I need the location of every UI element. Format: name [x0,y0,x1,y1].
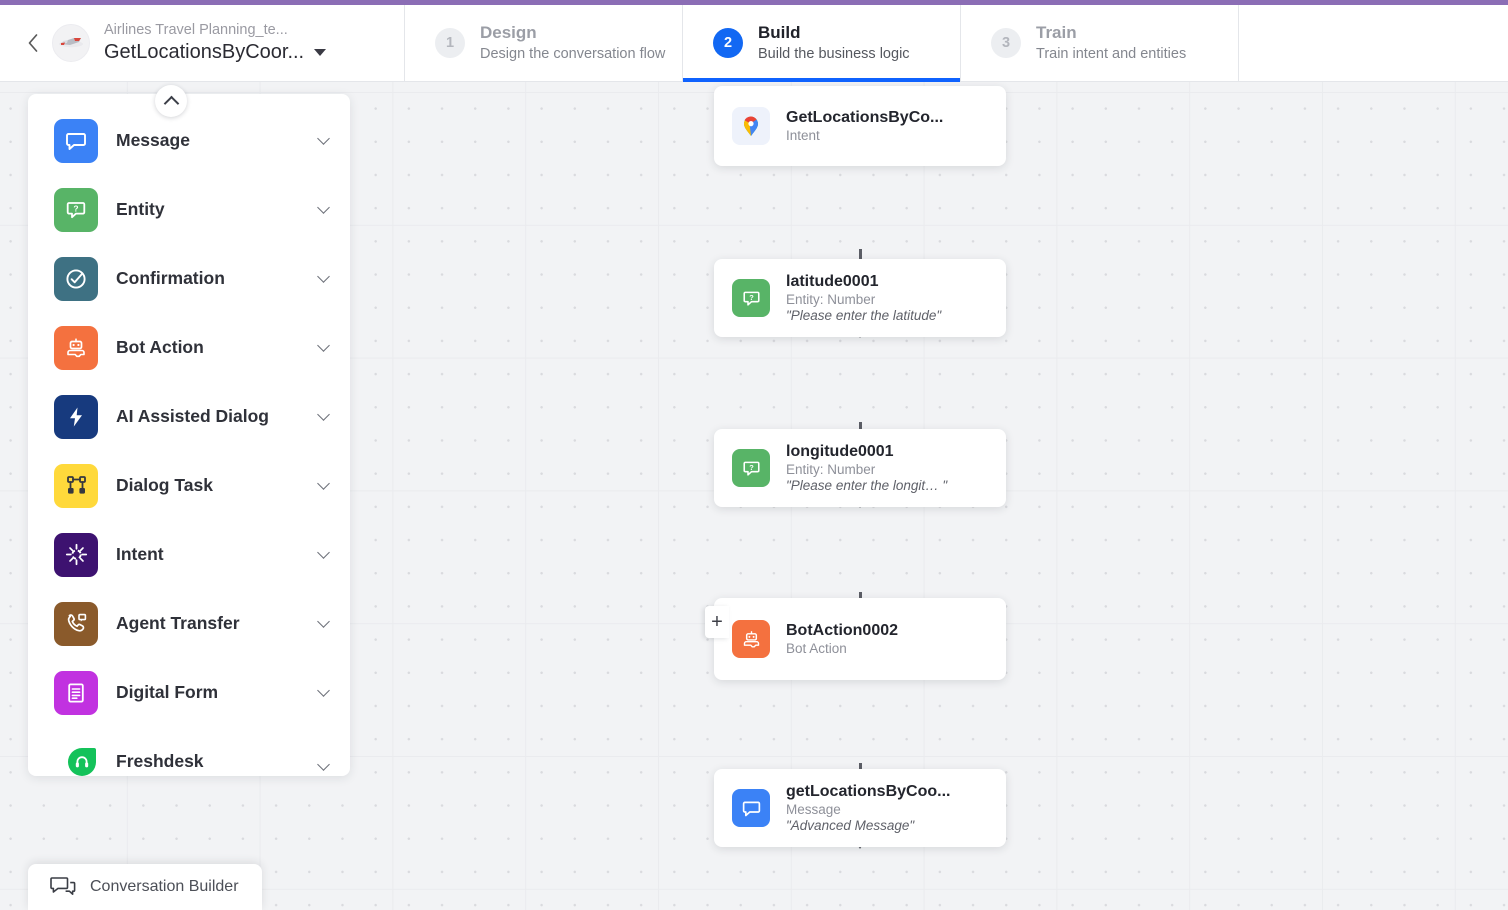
flow-node-intent-type: Intent [786,128,820,143]
palette-item-entity[interactable]: ? Entity [28,175,350,244]
palette-item-ai-assisted-dialog-label: AI Assisted Dialog [116,406,269,426]
step-train[interactable]: 3 Train Train intent and entities [961,5,1239,81]
chevron-down-icon[interactable] [317,614,330,628]
conversation-builder-label: Conversation Builder [90,878,239,895]
svg-text:?: ? [749,292,754,301]
message-icon [732,789,770,827]
dialog-task-icon [54,463,98,508]
chevron-down-icon[interactable] [317,407,330,421]
confirmation-icon [54,256,98,301]
palette-item-ai-assisted-dialog[interactable]: AI Assisted Dialog [28,382,350,451]
entity-icon: ? [732,279,770,317]
palette-item-entity-label: Entity [116,199,165,219]
palette-item-dialog-task[interactable]: Dialog Task [28,451,350,520]
flow-node-longitude-type: Entity: Number [786,462,876,477]
collapse-palette-button[interactable] [155,85,187,117]
flow-node-message-prompt: "Advanced Message" [786,818,915,833]
back-icon[interactable] [20,26,46,60]
flow-node-botaction[interactable]: BotAction0002 Bot Action [714,598,1006,680]
google-maps-pin-icon [732,107,770,145]
step-design[interactable]: 1 Design Design the conversation flow [405,5,683,81]
palette-item-freshdesk[interactable]: Freshdesk [28,727,350,776]
svg-text:?: ? [73,203,78,213]
agent-transfer-icon [54,601,98,646]
app-header: Airlines Travel Planning_te... GetLocati… [0,5,1508,82]
palette-item-intent[interactable]: Intent [28,520,350,589]
caret-down-icon[interactable] [314,48,327,56]
chevron-down-icon[interactable] [317,269,330,283]
entity-icon: ? [732,449,770,487]
add-node-button[interactable]: + [705,606,729,638]
chevron-down-icon[interactable] [317,338,330,352]
entity-icon: ? [54,187,98,232]
step-train-number: 3 [991,28,1021,58]
wizard-steps: 1 Design Design the conversation flow 2 … [405,5,1239,82]
palette-item-intent-label: Intent [116,544,164,564]
bot-action-icon [54,325,98,370]
flow-node-longitude-prompt: "Please enter the longit… " [786,478,948,493]
step-train-desc: Train intent and entities [1036,46,1187,63]
flow-node-latitude[interactable]: ? latitude0001 Entity: Number "Please en… [714,259,1006,337]
brand-text: Airlines Travel Planning_te... GetLocati… [104,21,327,65]
flow-node-intent-title: GetLocationsByCo... [786,109,944,126]
flow-node-botaction-title: BotAction0002 [786,622,899,639]
palette-item-message-label: Message [116,130,190,150]
chevron-down-icon[interactable] [317,545,330,559]
step-design-number: 1 [435,28,465,58]
intent-icon [54,532,98,577]
palette-item-confirmation-label: Confirmation [116,268,225,288]
brand-section: Airlines Travel Planning_te... GetLocati… [0,5,405,81]
chevron-down-icon[interactable] [317,758,330,771]
palette-item-message[interactable]: Message [28,106,350,175]
flow-node-latitude-prompt: "Please enter the latitude" [786,308,942,323]
chevron-down-icon[interactable] [317,683,330,697]
flow-canvas[interactable]: Message ? Entity Confirmation [0,82,1508,910]
flow-node-longitude[interactable]: ? longitude0001 Entity: Number "Please e… [714,429,1006,507]
chevron-down-icon[interactable] [317,476,330,490]
palette-item-agent-transfer[interactable]: Agent Transfer [28,589,350,658]
step-design-desc: Design the conversation flow [480,46,666,63]
chevron-up-icon [163,95,179,111]
step-design-title: Design [480,22,537,42]
step-build-number: 2 [713,28,743,58]
flow-node-intent[interactable]: GetLocationsByCo... Intent [714,86,1006,166]
chevron-down-icon[interactable] [317,200,330,214]
palette-item-digital-form[interactable]: Digital Form [28,658,350,727]
chevron-down-icon[interactable] [317,131,330,145]
flow-node-message[interactable]: getLocationsByCoo... Message "Advanced M… [714,769,1006,847]
step-build-desc: Build the business logic [758,46,910,63]
palette-item-digital-form-label: Digital Form [116,682,219,702]
bot-action-icon [732,620,770,658]
step-build-title: Build [758,22,801,42]
flow-node-latitude-type: Entity: Number [786,292,876,307]
palette-item-bot-action[interactable]: Bot Action [28,313,350,382]
top-accent-strip [0,0,1508,5]
step-train-title: Train [1036,22,1077,42]
ai-dialog-icon [54,394,98,439]
palette-item-dialog-task-label: Dialog Task [116,475,213,495]
conversation-builder-bar[interactable]: Conversation Builder [28,864,262,910]
palette-item-freshdesk-label: Freshdesk [116,751,204,771]
palette-item-confirmation[interactable]: Confirmation [28,244,350,313]
digital-form-icon [54,670,98,715]
svg-text:?: ? [749,462,754,471]
message-icon [54,118,98,163]
flow-node-message-title: getLocationsByCoo... [786,783,951,800]
flow-node-botaction-type: Bot Action [786,641,847,656]
flow-node-longitude-title: longitude0001 [786,443,894,460]
step-build[interactable]: 2 Build Build the business logic [683,5,961,82]
flow-node-message-type: Message [786,802,841,817]
conversation-builder-icon [50,876,76,898]
airplane-avatar [52,24,90,62]
node-palette: Message ? Entity Confirmation [28,94,350,776]
palette-item-bot-action-label: Bot Action [116,337,204,357]
palette-item-agent-transfer-label: Agent Transfer [116,613,240,633]
freshdesk-icon [66,746,98,777]
bot-name: Airlines Travel Planning_te... [104,22,288,39]
flow-node-latitude-title: latitude0001 [786,273,879,290]
task-name: GetLocationsByCoor... [104,40,305,63]
